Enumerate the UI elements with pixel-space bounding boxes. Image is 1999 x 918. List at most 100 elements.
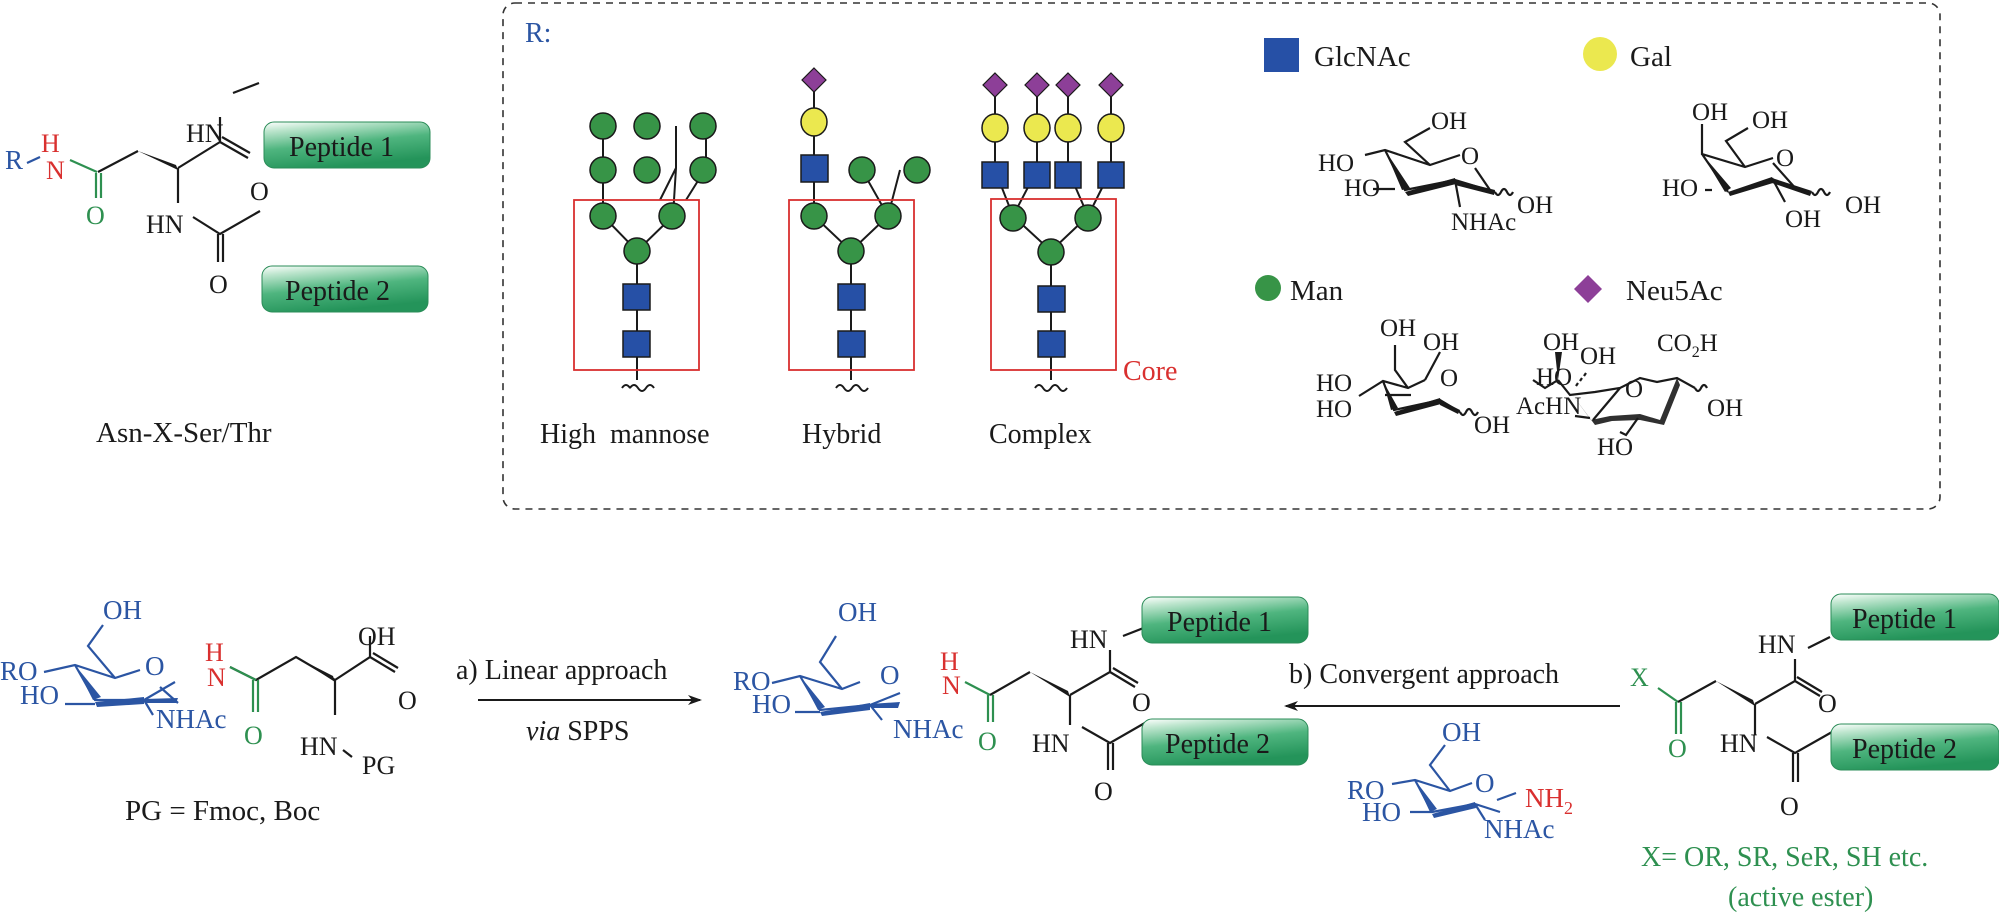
peptide1-label: Peptide 1 [1167,607,1272,638]
peptide1-label: Peptide 1 [289,132,394,163]
peptide2-box: Peptide 2 [1830,723,1999,771]
hybrid-glycan: Hybrid [788,67,931,450]
glcnac-residue [622,330,651,358]
man-residue [848,156,876,184]
bottom-o-label: O [209,270,228,299]
neu5ac-oh: OH [1580,343,1616,370]
peptide2-box: Peptide 2 [261,265,429,313]
neu5ac-residue [801,67,827,93]
man-ho: HO [1316,396,1352,423]
man-structure: OH OH HO HO O OH [1316,315,1510,439]
amide-h-label: H [940,647,959,676]
gal-residue [1097,113,1125,143]
hn-bottom-label: HN [1720,729,1758,758]
core-box [990,198,1117,371]
side-chain-o-label: O [978,727,997,756]
acid-o-label: O [398,686,417,715]
legend-gal: Gal [1583,37,1672,73]
x-label: X [1630,663,1649,692]
glcnac-residue [981,161,1009,189]
gal-residue [1054,113,1082,143]
man-ho: HO [1316,370,1352,397]
pg-label: PG [362,751,395,780]
hn-top-label: HN [186,119,224,148]
hn-bottom-label: HN [146,210,184,239]
glcnac-ring-o: O [1461,143,1479,170]
r-label: R [5,145,23,175]
glycan-types-panel: R: High mannose [502,2,1941,510]
neu5ac-co2h: CO2H [1657,330,1718,361]
neu5ac-achn: AcHN [1516,393,1581,420]
arrow-a-label: a) Linear approach [456,655,667,686]
peptide2-box: Peptide 2 [1141,718,1309,766]
man-residue [658,202,686,230]
ring-o-label: O [1475,768,1495,798]
side-chain-o-label: O [86,201,105,230]
nhac-label: NHAc [893,714,963,744]
neu5ac-oh: OH [1543,329,1579,356]
man-residue [689,156,717,184]
glcnac-residue [800,154,829,183]
gal-oh: OH [1752,107,1788,134]
gal-circle-icon [1583,37,1617,71]
hn-bottom-label: HN [1032,729,1070,758]
man-residue [589,156,617,184]
man-residue [903,156,931,184]
man-anomeric-oh: OH [1474,412,1510,439]
ro-label: RO [733,666,771,696]
man-residue [837,237,865,265]
convergent-approach-arrow: b) Convergent approach [1284,659,1620,711]
linear-approach-arrow: a) Linear approach via SPPS [456,655,702,747]
man-residue [999,204,1027,232]
acid-oh-label: OH [358,622,396,651]
peptide1-box: Peptide 1 [263,121,431,169]
hn-label: HN [300,732,338,761]
x-definition-note: X= OR, SR, SeR, SH etc. [1641,842,1928,873]
pg-caption: PG = Fmoc, Boc [125,795,320,827]
neu5ac-residue [1024,72,1050,98]
legend-neu5ac: Neu5Ac [1574,275,1723,307]
neu5ac-residue [1098,72,1124,98]
man-residue [623,237,651,265]
nhac-label: NHAc [156,704,226,734]
legend-man: Man [1255,275,1344,307]
gal-oh: OH [1692,99,1728,126]
r-colon-label: R: [525,18,551,49]
nh2-label: NH2 [1525,783,1573,818]
glcnac-square-icon [1264,38,1299,72]
gal-oh: OH [1785,206,1821,233]
glcnac-residue [622,283,651,311]
ring-o-label: O [880,660,900,690]
gal-structure: OH OH HO O OH OH [1662,99,1881,233]
neu5ac-residue [982,72,1008,98]
man-residue [800,202,828,230]
glcnac-oh: OH [1431,108,1467,135]
man-residue [874,202,902,230]
gal-ho: HO [1662,175,1698,202]
core-label: Core [1123,356,1177,387]
high-mannose-glycan: High mannose [540,112,717,450]
glycan-type-label: Complex [989,419,1092,450]
gal-ring-o: O [1776,145,1794,172]
glycan-type-label: High mannose [540,419,710,450]
dashed-panel-border [502,2,1941,510]
legend-label: Gal [1630,41,1672,73]
peptide2-label: Peptide 2 [1852,734,1957,765]
glcnac-residue [1097,161,1125,189]
amide-n-label: N [942,671,961,700]
oh-label: OH [1442,717,1481,747]
r-bond [26,156,41,164]
arrow-a-sublabel: via SPPS [526,716,630,747]
legend-glcnac: GlcNAc [1264,38,1411,73]
peptide2-label: Peptide 2 [1165,729,1270,760]
legend-label: Man [1290,275,1344,307]
side-chain-o-label: O [244,721,263,750]
glcnac-residue [1037,330,1066,358]
peptide2-label: Peptide 2 [285,276,390,307]
legend-label: GlcNAc [1314,41,1411,73]
attachment-squiggle [1034,384,1068,392]
glcnac-anomeric-oh: OH [1517,192,1553,219]
man-circle-icon [1255,275,1281,301]
peptide1-label: Peptide 1 [1852,604,1957,635]
glcnac-nhac: NHAc [1451,209,1516,236]
